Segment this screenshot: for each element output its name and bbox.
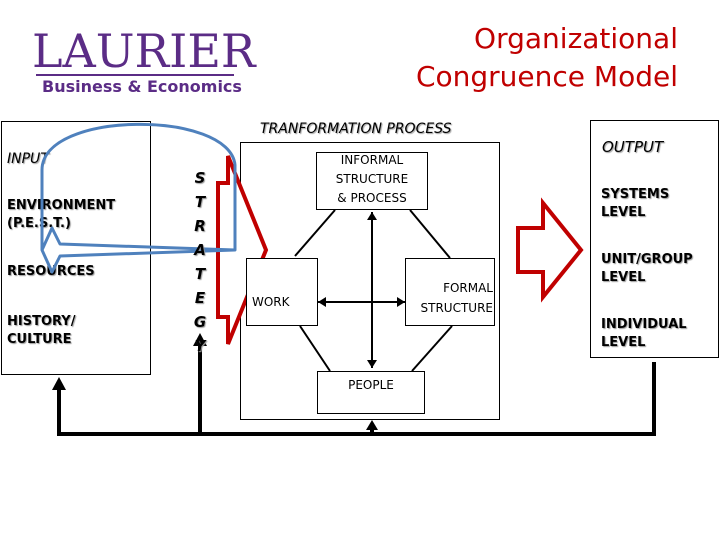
work-label: WORK [252, 295, 290, 309]
strategy-label: S T R A T E G Y [190, 166, 210, 358]
connector-formal-people [411, 325, 453, 372]
title-line-1: Organizational [474, 22, 678, 55]
informal-line2: STRUCTURE [335, 172, 409, 186]
input-history-line2: CULTURE [7, 332, 72, 347]
people-box [317, 371, 425, 414]
diamond-connectors [294, 209, 453, 372]
output-unit-group: UNIT/GROUP LEVEL [601, 251, 693, 287]
informal-line1: INFORMAL [340, 153, 404, 167]
formal-line2: STRUCTURE [420, 301, 493, 315]
feedback-line [57, 362, 656, 436]
logo-subtitle: Business & Economics [42, 77, 242, 96]
strategy-letter-y: Y [194, 337, 206, 355]
blue-arrow-head [40, 226, 237, 274]
informal-structure-box [316, 152, 428, 210]
people-label: PEOPLE [348, 378, 394, 392]
output-heading: OUTPUT [602, 138, 664, 156]
strategy-letter-t2: T [194, 265, 206, 283]
formal-line1: FORMAL [443, 281, 493, 295]
output-systems-line1: SYSTEMS [601, 187, 670, 202]
arrowhead-up [367, 212, 377, 220]
strategy-letter-s: S [194, 169, 206, 187]
arrowhead-right [397, 297, 405, 307]
feedback-arrowhead-input [52, 377, 66, 390]
feedback-arrowheads [52, 333, 378, 430]
laurier-logo: LAURIER [32, 24, 256, 78]
blue-loop-arrow [40, 122, 237, 250]
connector-informal-work [294, 209, 336, 257]
informal-line3: & PROCESS [337, 191, 407, 205]
page-title: Organizational Congruence Model [358, 20, 678, 96]
feedback-arrowhead-transformation [366, 420, 378, 430]
feedback-arrowhead-strategy [193, 333, 207, 346]
strategy-letter-t1: T [194, 193, 206, 211]
output-unit-group-line1: UNIT/GROUP [601, 252, 693, 267]
output-systems-line2: LEVEL [601, 205, 646, 220]
strategy-letter-a: A [194, 241, 206, 259]
arrowhead-left [318, 297, 326, 307]
informal-structure-label: INFORMAL STRUCTURE & PROCESS [316, 151, 428, 208]
logo-underline [36, 74, 234, 76]
input-heading: INPUT [7, 151, 49, 167]
input-history: HISTORY/ CULTURE [7, 313, 75, 349]
work-box [246, 258, 318, 326]
strategy-letter-e: E [194, 289, 206, 307]
arrowhead-down [367, 360, 377, 368]
output-individual-line1: INDIVIDUAL [601, 317, 687, 332]
input-box [1, 121, 151, 375]
output-individual-line2: LEVEL [601, 335, 646, 350]
input-environment-line1: ENVIRONMENT [7, 198, 116, 213]
connector-informal-formal [409, 209, 451, 259]
input-environment-line2: (P.E.S.T.) [7, 216, 71, 231]
transformation-heading: TRANFORMATION PROCESS [260, 121, 452, 137]
connector-work-people [299, 325, 331, 372]
connector-arrowheads [318, 212, 405, 368]
output-systems: SYSTEMS LEVEL [601, 186, 669, 222]
formal-structure-label: FORMAL STRUCTURE [405, 278, 493, 318]
title-line-2: Congruence Model [415, 60, 678, 93]
formal-structure-box [405, 258, 495, 326]
strategy-letter-g: G [193, 313, 207, 331]
strategy-letter-r: R [194, 217, 206, 235]
output-individual: INDIVIDUAL LEVEL [601, 316, 687, 352]
input-history-line1: HISTORY/ [7, 314, 76, 329]
output-unit-group-line2: LEVEL [601, 270, 646, 285]
output-arrow [516, 197, 584, 303]
output-box [590, 120, 719, 358]
input-environment: ENVIRONMENT (P.E.S.T.) [7, 197, 115, 233]
